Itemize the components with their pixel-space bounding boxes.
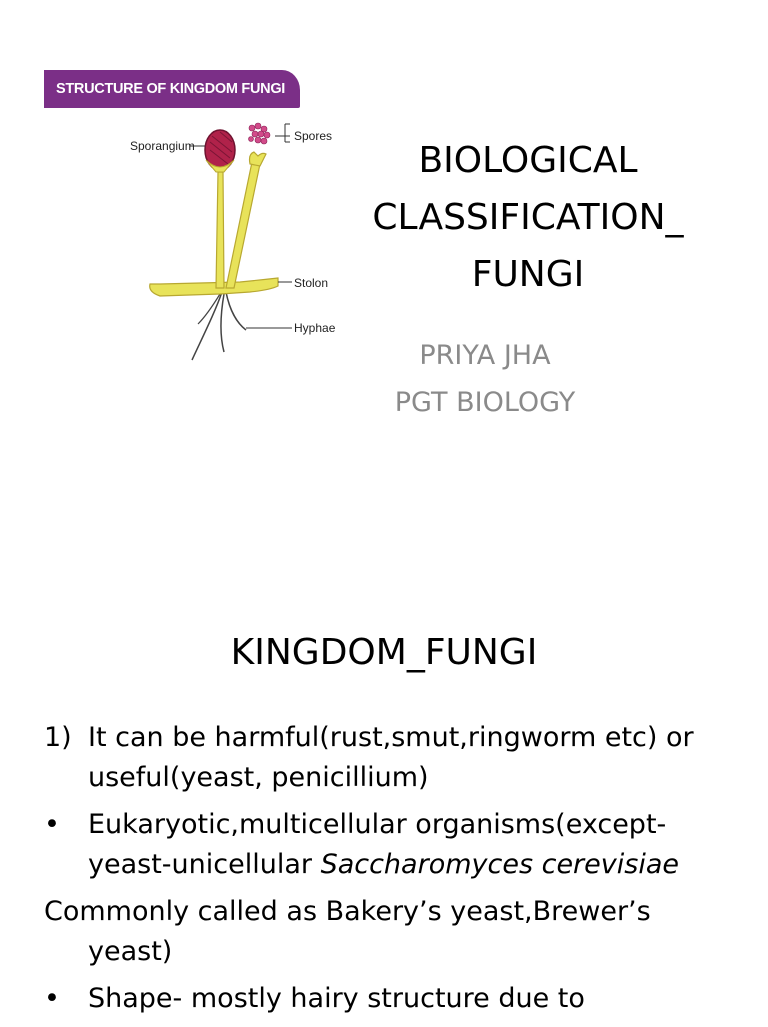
title-line-2: CLASSIFICATION_ xyxy=(372,197,684,238)
list-item: • Shape- mostly hairy structure due to xyxy=(44,979,724,1019)
list-item-text: It can be harmful(rust,smut,ringworm etc… xyxy=(88,722,694,793)
title-line-1: BIOLOGICAL xyxy=(418,140,638,181)
list-marker: 1) xyxy=(44,722,72,753)
author-role: PGT BIOLOGY xyxy=(394,387,576,418)
fungi-structure-diagram: Sporangium Spores Stolon Hyphae xyxy=(130,122,336,361)
species-name: Saccharomyces cerevisiae xyxy=(320,848,679,880)
slide-title: BIOLOGICAL CLASSIFICATION_ FUNGI xyxy=(350,132,706,303)
label-spores: Spores xyxy=(294,129,332,143)
content-heading: KINGDOM_FUNGI xyxy=(230,632,538,673)
label-stolon: Stolon xyxy=(294,276,328,290)
slide-subtitle: PRIYA JHA PGT BIOLOGY xyxy=(340,332,630,426)
bullet-marker: • xyxy=(44,809,60,840)
content-list: 1) It can be harmful(rust,smut,ringworm … xyxy=(44,718,724,1027)
title-line-3: FUNGI xyxy=(471,254,585,295)
label-sporangium: Sporangium xyxy=(130,139,195,153)
content-slide: KINGDOM_FUNGI 1) It can be harmful(rust,… xyxy=(0,560,768,1024)
plain-paragraph: Commonly called as Bakery’s yeast,Brewer… xyxy=(44,896,651,967)
author-name: PRIYA JHA xyxy=(419,340,551,371)
title-slide: STRUCTURE OF KINGDOM FUNGI Spor xyxy=(44,70,706,426)
list-item: 1) It can be harmful(rust,smut,ringworm … xyxy=(44,718,724,797)
list-item: • Eukaryotic,multicellular organisms(exc… xyxy=(44,805,724,884)
bullet-marker: • xyxy=(44,983,60,1014)
diagram-banner: STRUCTURE OF KINGDOM FUNGI xyxy=(44,70,300,108)
list-item-text: Eukaryotic,multicellular organisms(excep… xyxy=(88,809,667,880)
list-item-text: Shape- mostly hairy structure due to xyxy=(88,983,585,1014)
label-hyphae: Hyphae xyxy=(294,321,336,335)
